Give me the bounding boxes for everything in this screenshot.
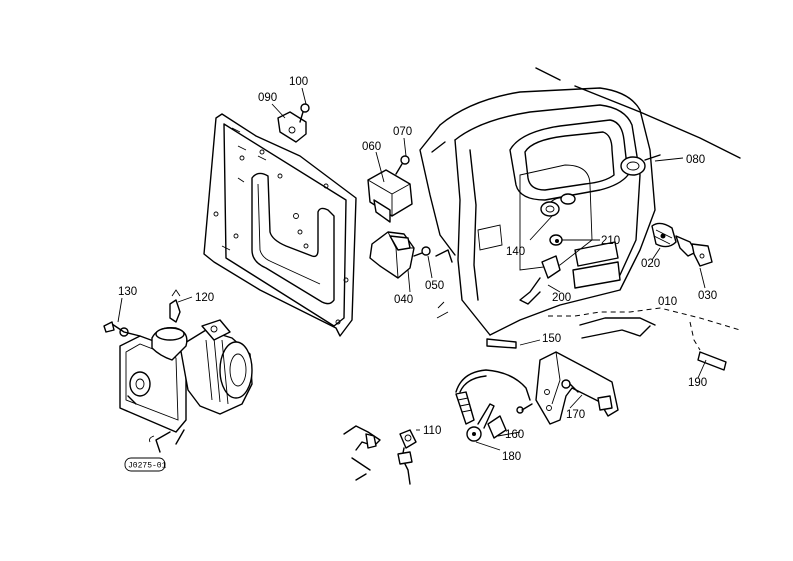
figure-reference-tag: J0275-01 <box>124 457 167 472</box>
callout-150: 150 <box>542 333 561 345</box>
bracket-170 <box>535 351 619 425</box>
bar-190 <box>697 351 727 371</box>
starter-switch <box>103 289 181 337</box>
callout-130: 130 <box>118 286 137 298</box>
callout-170: 170 <box>566 409 585 421</box>
callout-160: 160 <box>505 429 524 441</box>
clip-150 <box>486 338 517 349</box>
relay-040 <box>369 231 431 279</box>
back-panel <box>203 113 357 337</box>
figure-reference: J0275-01 <box>128 462 167 471</box>
callout-labels: 010 020 030 040 050 060 070 080 090 100 … <box>118 76 717 463</box>
callout-110: 110 <box>423 425 441 437</box>
callout-210: 210 <box>601 235 620 247</box>
callout-090: 090 <box>258 92 277 104</box>
callout-030: 030 <box>698 290 717 302</box>
callout-020: 020 <box>641 258 660 270</box>
callout-080: 080 <box>686 154 705 166</box>
relay-090 <box>277 103 310 143</box>
starter-motor <box>119 319 253 453</box>
wire-harness-010 <box>548 307 741 351</box>
callout-120: 120 <box>195 292 214 304</box>
callout-140: 140 <box>506 246 525 258</box>
callout-190: 190 <box>688 377 707 389</box>
leader-lines <box>117 87 707 451</box>
callout-010: 010 <box>658 296 677 308</box>
key-switch <box>651 222 713 267</box>
callout-050: 050 <box>425 280 444 292</box>
wire-110 <box>343 425 417 485</box>
dashboard-housing <box>419 67 741 336</box>
pull-cable <box>455 369 533 442</box>
callout-180: 180 <box>502 451 521 463</box>
callout-200: 200 <box>552 292 571 304</box>
callout-070: 070 <box>393 126 412 138</box>
dashboard-switches <box>519 154 661 305</box>
callout-060: 060 <box>362 141 381 153</box>
callout-040: 040 <box>394 294 413 306</box>
relay-060 <box>367 155 413 223</box>
callout-100: 100 <box>289 76 308 88</box>
